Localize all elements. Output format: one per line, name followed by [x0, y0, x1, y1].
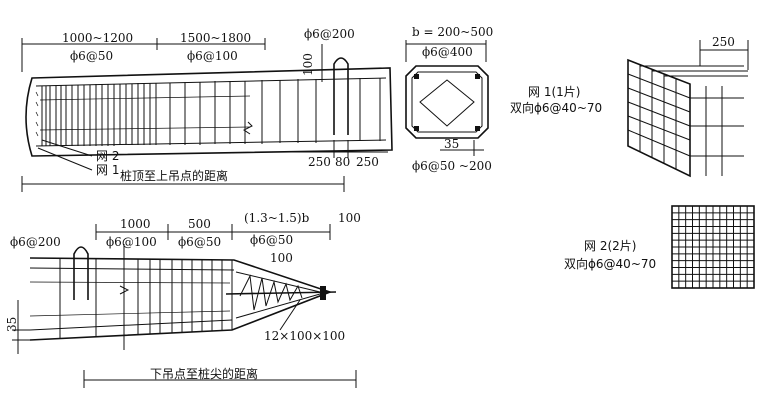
bottom-dim-500: 500: [188, 217, 211, 231]
head-mesh-marks: [35, 91, 39, 137]
mesh1-spec: 双向ϕ6@40~70: [510, 100, 602, 115]
bottom-dim-100-b: 100: [270, 251, 293, 265]
dim-100-vertical: 100: [301, 53, 315, 76]
top-pile-caption: 桩顶至上吊点的距离: [120, 168, 228, 183]
label-mesh-1: 网 1: [96, 163, 119, 177]
spacing-200-label: ϕ6@200: [304, 27, 355, 41]
mesh-2: 网 2(2片) 双向ϕ6@40~70: [564, 205, 755, 289]
tip-spiral: [239, 274, 303, 311]
spacing-50-label: ϕ6@50: [70, 49, 113, 63]
mesh1-title: 网 1(1片): [528, 85, 580, 99]
spacing-400-label: ϕ6@400: [422, 45, 473, 59]
bottom-dim-ratio: (1.3~1.5)b: [244, 211, 310, 225]
label-mesh-2: 网 2: [96, 149, 119, 163]
mesh2-spec: 双向ϕ6@40~70: [564, 256, 656, 271]
bottom-pile-elevation: ϕ6@200 1000 ϕ6@100 500 ϕ6@50 (1.3~1.5)b …: [5, 211, 361, 388]
b-range-label: b = 200~500: [412, 25, 493, 39]
bottom-pile-caption: 下吊点至桩尖的距离: [150, 366, 258, 381]
top-pile-elevation: 1000~1200 ϕ6@50 1500~1800 ϕ6@100 ϕ6@200 …: [21, 27, 393, 192]
dim-250-right: 250: [356, 155, 379, 169]
dim-250-left: 250: [308, 155, 331, 169]
bottom-spacing-100: ϕ6@100: [106, 235, 157, 249]
bottom-spacing-200: ϕ6@200: [10, 235, 61, 249]
bottom-spacing-50a: ϕ6@50: [178, 235, 221, 249]
lifting-hook: [333, 57, 349, 135]
mesh2-grid: [672, 206, 754, 288]
mesh2-title: 网 2(2片): [584, 239, 636, 253]
spacing-100-label: ϕ6@100: [187, 49, 238, 63]
top-dim-chain: [21, 38, 266, 72]
bottom-dim-1000: 1000: [120, 217, 151, 231]
plate-size-label: 12×100×100: [264, 329, 345, 343]
head-ties-dense: [41, 83, 157, 146]
mesh-1: 网 1(1片) 双向ϕ6@40~70 250: [510, 35, 749, 178]
mid-ties: [169, 78, 381, 145]
mesh1-dim-250: 250: [712, 35, 735, 49]
bottom-spacing-50b: ϕ6@50: [250, 233, 293, 247]
bottom-ties: [59, 258, 233, 338]
dim-1000-1200: 1000~1200: [62, 31, 133, 45]
bottom-dim-100-a: 100: [338, 211, 361, 225]
bottom-dim-35: 35: [5, 317, 19, 332]
dim-35-section: 35: [444, 137, 459, 151]
spacing-50-200-label: ϕ6@50 ~200: [412, 159, 492, 173]
dim-1500-1800: 1500~1800: [180, 31, 251, 45]
dim-80: 80: [335, 155, 350, 169]
cross-section: b = 200~500 ϕ6@400 35 ϕ6@50 ~200: [405, 25, 493, 173]
bottom-lifting-hook: [73, 246, 89, 300]
